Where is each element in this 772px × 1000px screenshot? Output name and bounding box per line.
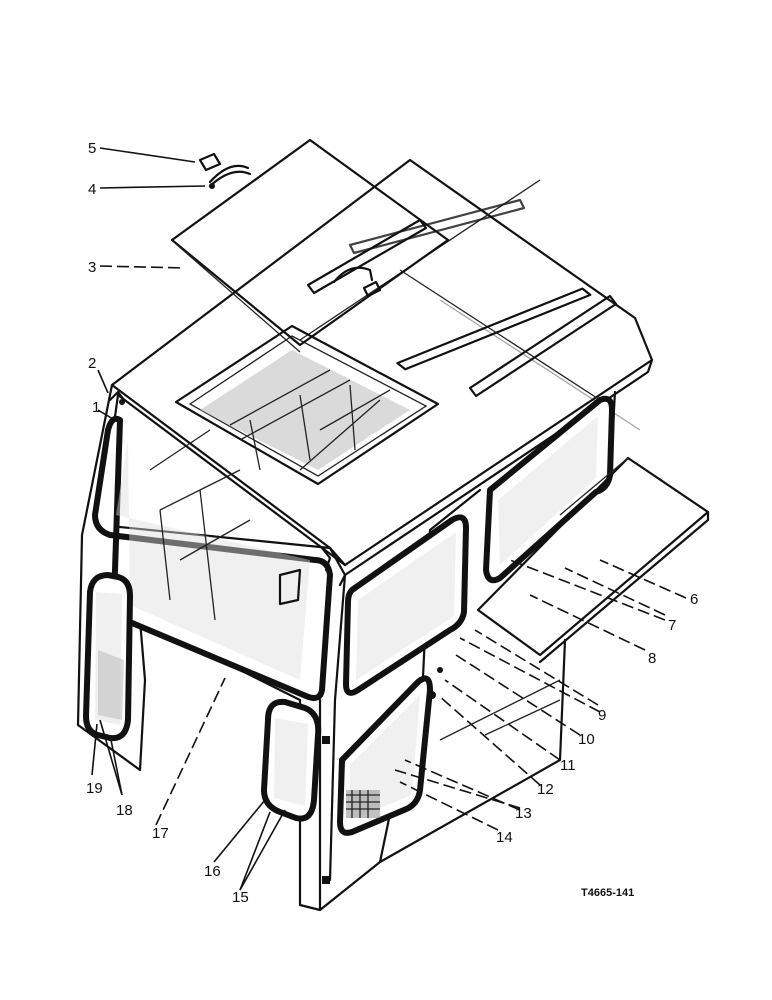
callout-12: 12 — [537, 781, 554, 798]
callout-15: 15 — [232, 889, 249, 906]
callout-10: 10 — [578, 731, 595, 748]
callout-3: 3 — [88, 259, 96, 276]
callout-9: 9 — [598, 707, 606, 724]
right-front-window — [343, 514, 469, 696]
callout-14: 14 — [496, 829, 513, 846]
callout-19: 19 — [86, 780, 103, 797]
roof-hatch-panel — [170, 138, 450, 353]
front-lower-window — [261, 698, 322, 822]
callout-6: 6 — [690, 591, 698, 608]
callout-7: 7 — [668, 617, 676, 634]
callout-labels: 5 4 3 2 1 6 7 8 9 10 11 12 13 14 15 16 1… — [86, 140, 698, 906]
leader-lines — [91, 147, 687, 891]
callout-1: 1 — [92, 399, 100, 416]
callout-16: 16 — [204, 863, 221, 880]
callout-4: 4 — [88, 181, 96, 198]
step-plate — [476, 456, 710, 664]
callout-2: 2 — [88, 355, 96, 372]
callout-13: 13 — [515, 805, 532, 822]
callout-18: 18 — [116, 802, 133, 819]
cab-roof — [110, 158, 654, 577]
callout-11: 11 — [560, 757, 576, 774]
hatch-handle — [208, 164, 252, 189]
callout-8: 8 — [648, 650, 656, 667]
left-lower-window — [83, 572, 133, 742]
hardware-details — [108, 390, 443, 884]
drawing-reference: T4665-141 — [581, 887, 634, 899]
callout-5: 5 — [88, 140, 96, 157]
hatch-clip — [198, 152, 222, 172]
callout-17: 17 — [152, 825, 169, 842]
right-lower-window — [337, 675, 433, 836]
right-rear-window — [483, 395, 615, 584]
